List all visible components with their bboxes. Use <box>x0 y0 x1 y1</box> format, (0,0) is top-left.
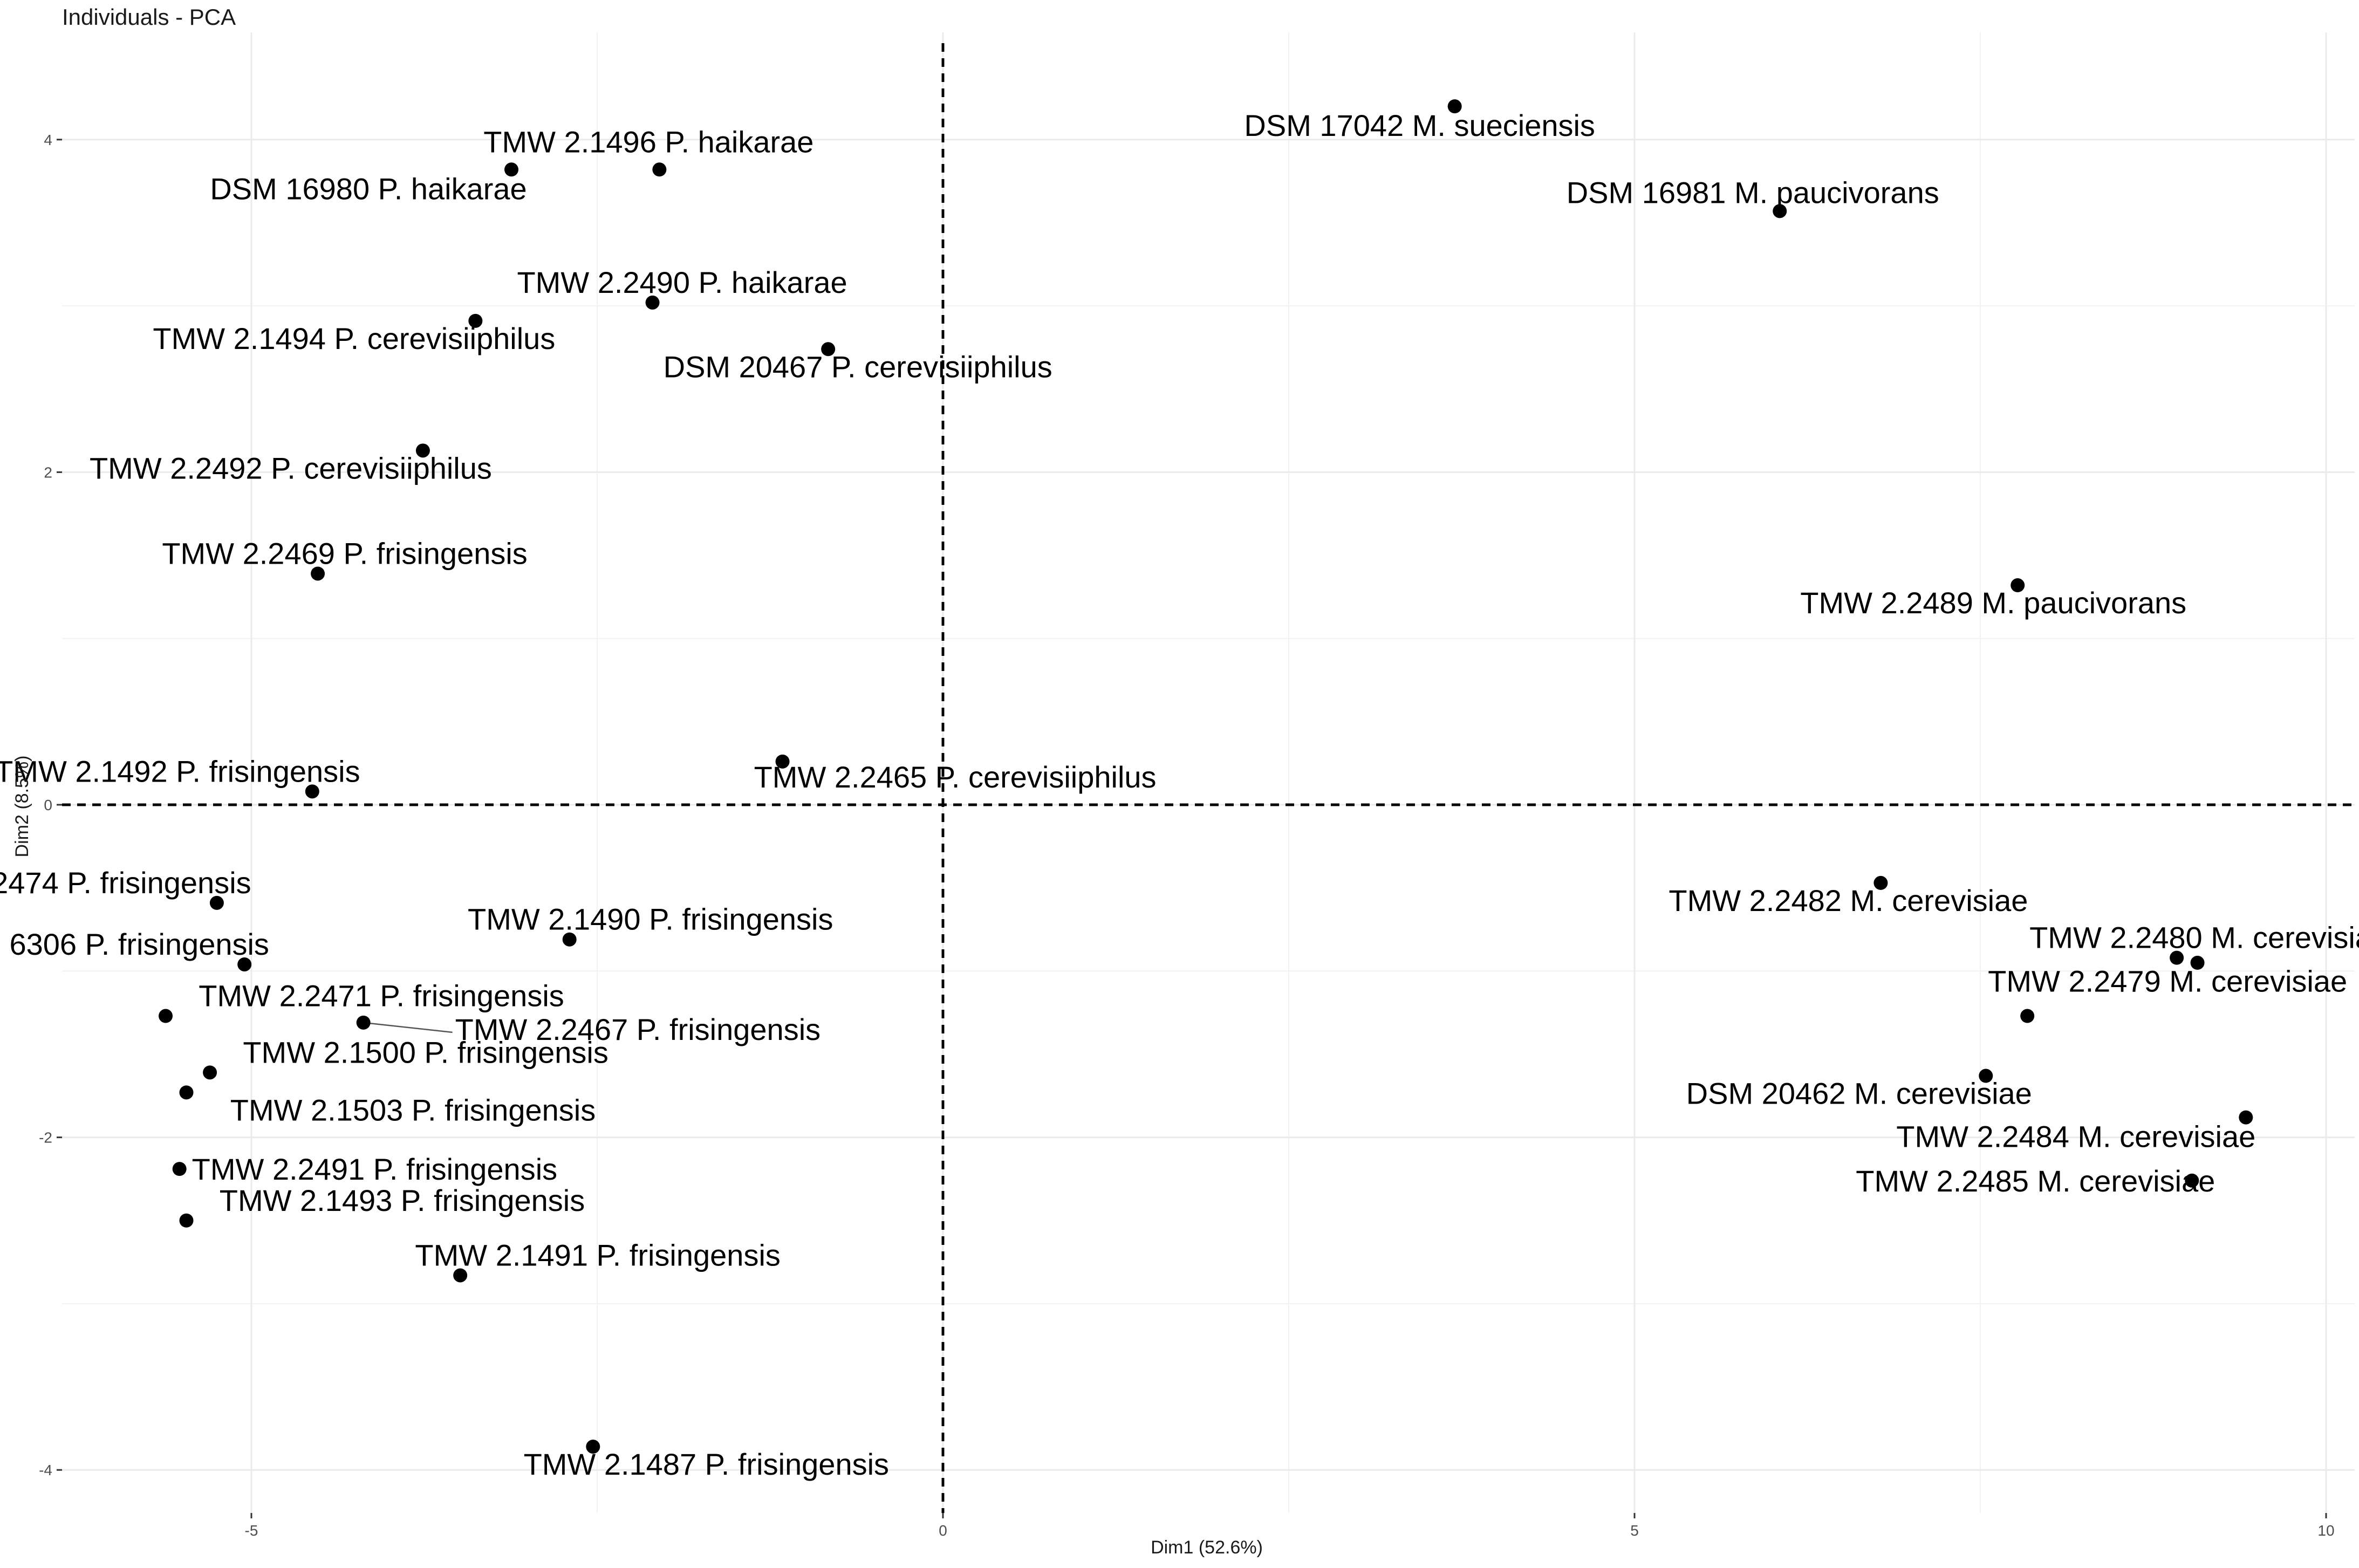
data-points <box>159 99 2253 1454</box>
axis-ticks: -5 0 5 10 -4 -2 0 2 4 <box>39 132 2334 1539</box>
point-label: TMW 2.2485 M. cerevisiae <box>1856 1164 2215 1198</box>
data-point <box>356 1015 371 1030</box>
x-tick-label: 0 <box>939 1522 947 1539</box>
point-label: TMW 2.1490 P. frisingensis <box>468 902 833 936</box>
y-tick-label: 0 <box>44 797 52 813</box>
data-point <box>468 313 483 328</box>
data-point <box>652 162 667 177</box>
reference-lines <box>62 43 2355 1513</box>
data-point <box>2020 1009 2035 1023</box>
minor-gridlines <box>62 32 2355 1513</box>
point-label: TMW 2.1500 P. frisingensis <box>243 1035 608 1069</box>
point-label: DSM 20467 P. cerevisiiphilus <box>664 350 1052 384</box>
point-label: TMW 2.1492 P. frisingensis <box>0 754 360 788</box>
y-tick-label: 4 <box>44 132 52 148</box>
data-point <box>305 784 319 799</box>
point-label: DSM 20462 M. cerevisiae <box>1686 1077 2032 1111</box>
point-label: DSM 6306 P. frisingensis <box>0 927 269 961</box>
point-label: TMW 2.2484 M. cerevisiae <box>1896 1120 2255 1154</box>
point-label: TMW 2.2489 M. paucivorans <box>1800 586 2186 620</box>
data-point <box>453 1268 468 1283</box>
data-point <box>1873 875 1888 890</box>
data-point <box>1773 204 1787 218</box>
point-label: TMW 2.1503 P. frisingensis <box>230 1093 596 1127</box>
data-point <box>203 1065 217 1080</box>
point-label: TMW 2.2474 P. frisingensis <box>0 866 251 900</box>
data-point <box>2239 1110 2253 1125</box>
point-label: TMW 2.2492 P. cerevisiiphilus <box>90 451 492 485</box>
x-tick-label: -5 <box>245 1522 258 1539</box>
major-gridlines <box>62 32 2355 1513</box>
data-point <box>2011 578 2025 593</box>
data-point <box>645 295 660 310</box>
point-label: TMW 2.1487 P. frisingensis <box>524 1447 889 1481</box>
point-label: TMW 2.1493 P. frisingensis <box>220 1183 585 1217</box>
point-label: TMW 2.2465 P. cerevisiiphilus <box>754 760 1157 794</box>
data-point <box>504 162 519 177</box>
x-tick-label: 10 <box>2317 1522 2334 1539</box>
y-tick-label: -2 <box>39 1129 52 1146</box>
x-axis-title: Dim1 (52.6%) <box>1151 1537 1263 1558</box>
x-tick-label: 5 <box>1630 1522 1639 1539</box>
data-point <box>562 932 577 947</box>
point-label: TMW 2.2471 P. frisingensis <box>199 979 564 1013</box>
data-point <box>586 1440 600 1454</box>
point-label: DSM 16981 M. paucivorans <box>1567 175 1939 209</box>
data-point <box>775 754 790 769</box>
point-label: TMW 2.2479 M. cerevisiae <box>1988 964 2347 998</box>
point-label: TMW 2.2467 P. frisingensis <box>455 1012 820 1046</box>
data-point <box>237 957 252 971</box>
point-label: TMW 2.2490 P. haikarae <box>517 265 847 299</box>
y-tick-label: -4 <box>39 1462 52 1478</box>
data-point <box>179 1213 194 1228</box>
chart-title: Individuals - PCA <box>62 4 236 30</box>
data-point <box>415 443 430 458</box>
data-point <box>172 1162 187 1176</box>
point-label: DSM 16980 P. haikarae <box>210 172 526 206</box>
data-point <box>2170 950 2184 965</box>
point-label: DSM 17042 M. sueciensis <box>1244 108 1595 142</box>
data-point <box>179 1085 194 1100</box>
point-label: TMW 2.1494 P. cerevisiiphilus <box>153 321 555 355</box>
data-point <box>2185 1173 2199 1188</box>
label-connector <box>363 1022 453 1033</box>
point-label: TMW 2.2469 P. frisingensis <box>162 536 527 570</box>
point-label: TMW 2.1491 P. frisingensis <box>415 1238 780 1272</box>
point-label: TMW 2.1496 P. haikarae <box>483 125 813 159</box>
point-label: TMW 2.2480 M. cerevisiae <box>2029 921 2359 955</box>
data-point <box>209 895 224 910</box>
y-tick-label: 2 <box>44 464 52 481</box>
data-point <box>2190 955 2205 970</box>
data-point <box>1979 1069 1993 1083</box>
data-point <box>1447 99 1462 114</box>
data-point <box>821 342 836 357</box>
point-label: TMW 2.2491 P. frisingensis <box>192 1152 557 1186</box>
data-point <box>159 1009 173 1023</box>
y-axis-title: Dim2 (8.5%) <box>12 756 32 858</box>
label-connectors <box>363 1022 453 1033</box>
data-point <box>311 566 325 581</box>
point-label: TMW 2.2482 M. cerevisiae <box>1669 884 2028 917</box>
